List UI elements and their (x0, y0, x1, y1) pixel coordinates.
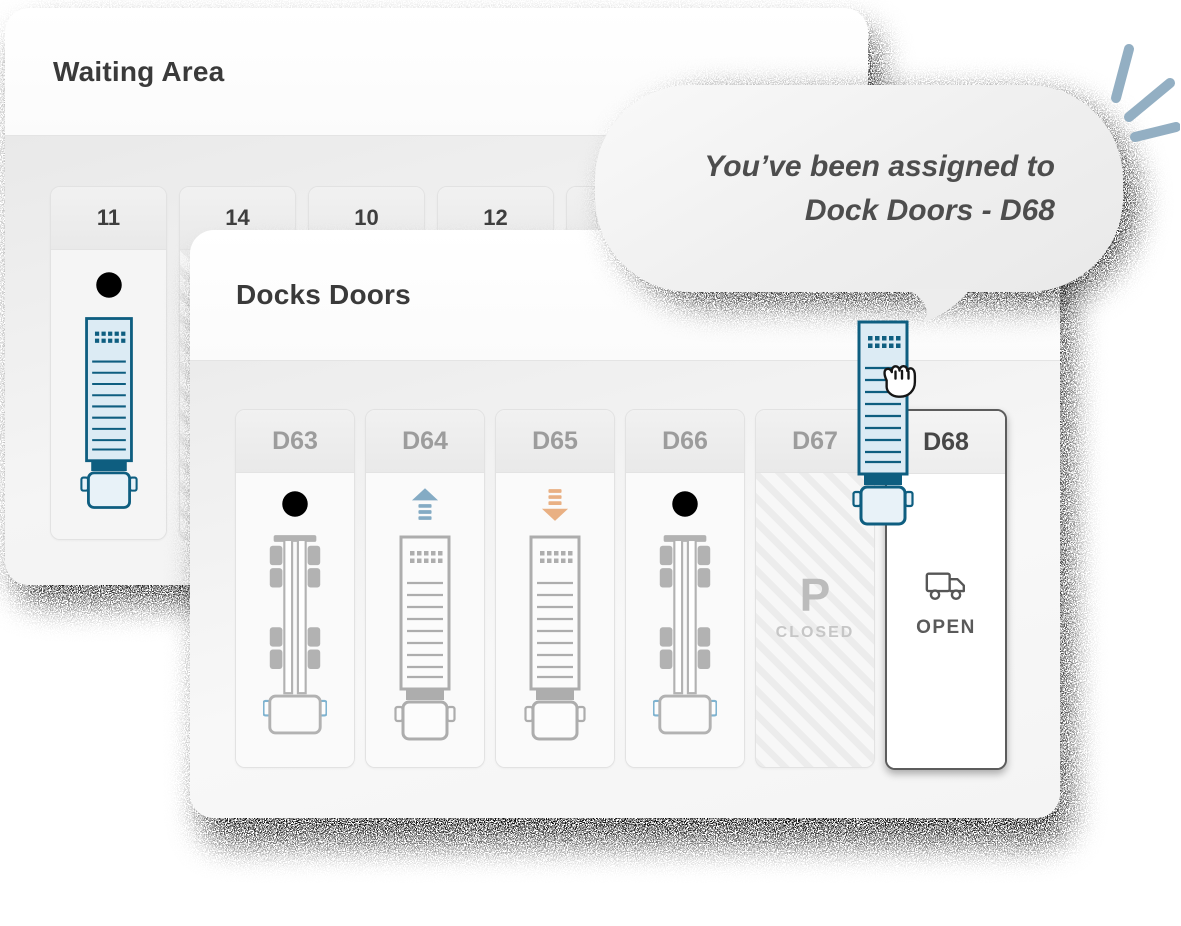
chassis-truck[interactable] (263, 533, 327, 737)
docks-doors-title: Docks Doors (236, 279, 411, 310)
dock-slot-d64[interactable]: D64 (365, 409, 485, 768)
dock-slot-label: D64 (366, 410, 484, 473)
clock-icon (672, 491, 698, 517)
bubble-text-line2: Dock Doors - D68 (804, 193, 1055, 227)
dragged-truck[interactable] (852, 320, 914, 526)
closed-status-text: CLOSED (775, 624, 855, 641)
emphasis-lines-icon (1111, 44, 1180, 142)
dock-slot-d63[interactable]: D63 (235, 409, 355, 768)
waiting-area-title: Waiting Area (53, 55, 225, 87)
trailer-truck-blue[interactable] (80, 316, 138, 510)
dock-slot-label: D65 (496, 410, 614, 473)
arrow-up-icon (411, 488, 439, 520)
bubble-text-line1: You’ve been assigned to (704, 149, 1055, 183)
parking-letter: P (799, 569, 831, 621)
chassis-truck[interactable] (653, 533, 717, 737)
dock-slot-label: D63 (236, 410, 354, 473)
notification-bubble: You’ve been assigned to Dock Doors - D68 (595, 85, 1123, 292)
trailer-truck-gray[interactable] (524, 535, 586, 741)
arrow-down-icon (541, 489, 569, 521)
waiting-slot-11[interactable]: 11 (50, 186, 167, 540)
dock-slot-d65[interactable]: D65 (495, 409, 615, 768)
dock-slot-d66[interactable]: D66 (625, 409, 745, 768)
trailer-truck-gray[interactable] (394, 535, 456, 741)
clock-icon (95, 272, 122, 298)
open-status-text: OPEN (916, 617, 976, 638)
grabbing-hand-cursor-icon (883, 364, 917, 398)
dock-slot-label: D66 (626, 410, 744, 473)
truck-icon (925, 572, 965, 601)
waiting-slot-label: 11 (51, 187, 166, 250)
clock-icon (282, 491, 308, 517)
